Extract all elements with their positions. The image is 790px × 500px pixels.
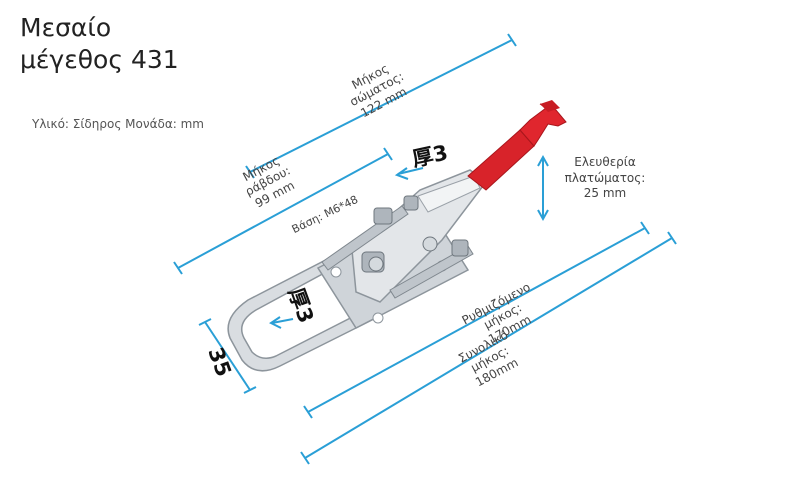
thickness-top-arrow — [397, 167, 424, 175]
plate-freedom-label-line2: πλατώματος: — [564, 170, 646, 185]
plate-freedom-label: Ελευθερία πλατώματος: 25 mm — [555, 155, 655, 202]
rod-length-line — [177, 153, 389, 269]
title-line-2: μέγεθος 431 — [20, 45, 179, 74]
title-line-1: Μεσαίο — [20, 13, 112, 42]
width-line — [204, 321, 251, 391]
total-length-line — [304, 237, 673, 459]
body-length-line — [249, 39, 513, 173]
plate-freedom-label-line3: 25 mm — [583, 186, 627, 201]
plate-freedom-label-line1: Ελευθερία — [574, 155, 636, 169]
page-title: Μεσαίο μέγεθος 431 — [20, 12, 179, 76]
material-note: Υλικό: Σίδηρος Μονάδα: mm — [32, 117, 204, 131]
adjustable-length-line — [307, 227, 646, 413]
clamp — [227, 100, 567, 372]
